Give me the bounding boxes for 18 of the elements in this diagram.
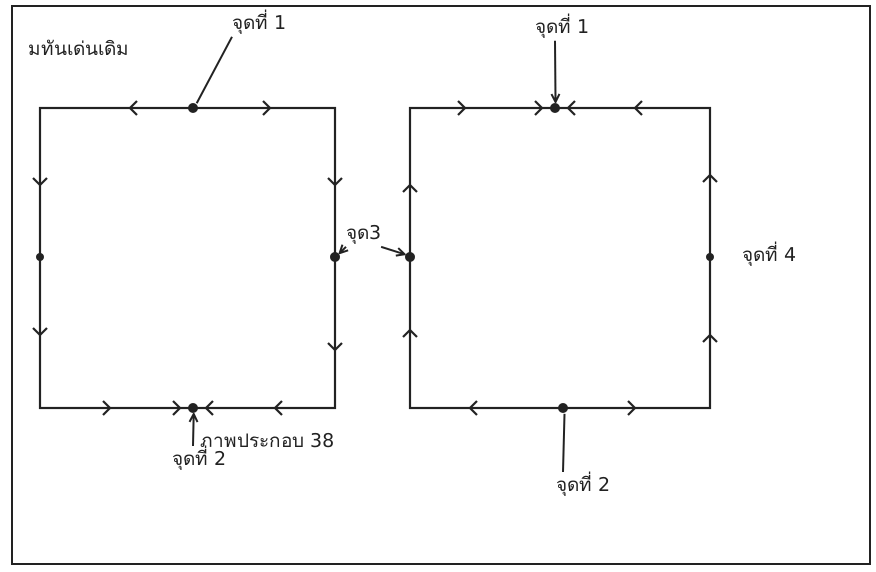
point-label: จุดที่ 4 [742,244,796,267]
leader-line [562,414,566,472]
point-label: จุด3 [346,222,382,245]
arrow [380,246,406,257]
point-dot [405,252,415,262]
point-dot [558,403,568,413]
point-dot [188,103,198,113]
point-label: จุดที่ 1 [232,12,286,35]
map-title: มทันเด่นเดิม [28,38,129,61]
arrow [550,40,560,104]
point-label: จุดที่ 2 [556,474,610,497]
arrow [188,412,199,446]
leader-line [196,36,233,104]
point-dot [330,252,340,262]
arrow [338,244,350,254]
point-dot [550,103,560,113]
point-label: จุดที่ 1 [535,16,590,39]
point-dot [188,403,198,413]
